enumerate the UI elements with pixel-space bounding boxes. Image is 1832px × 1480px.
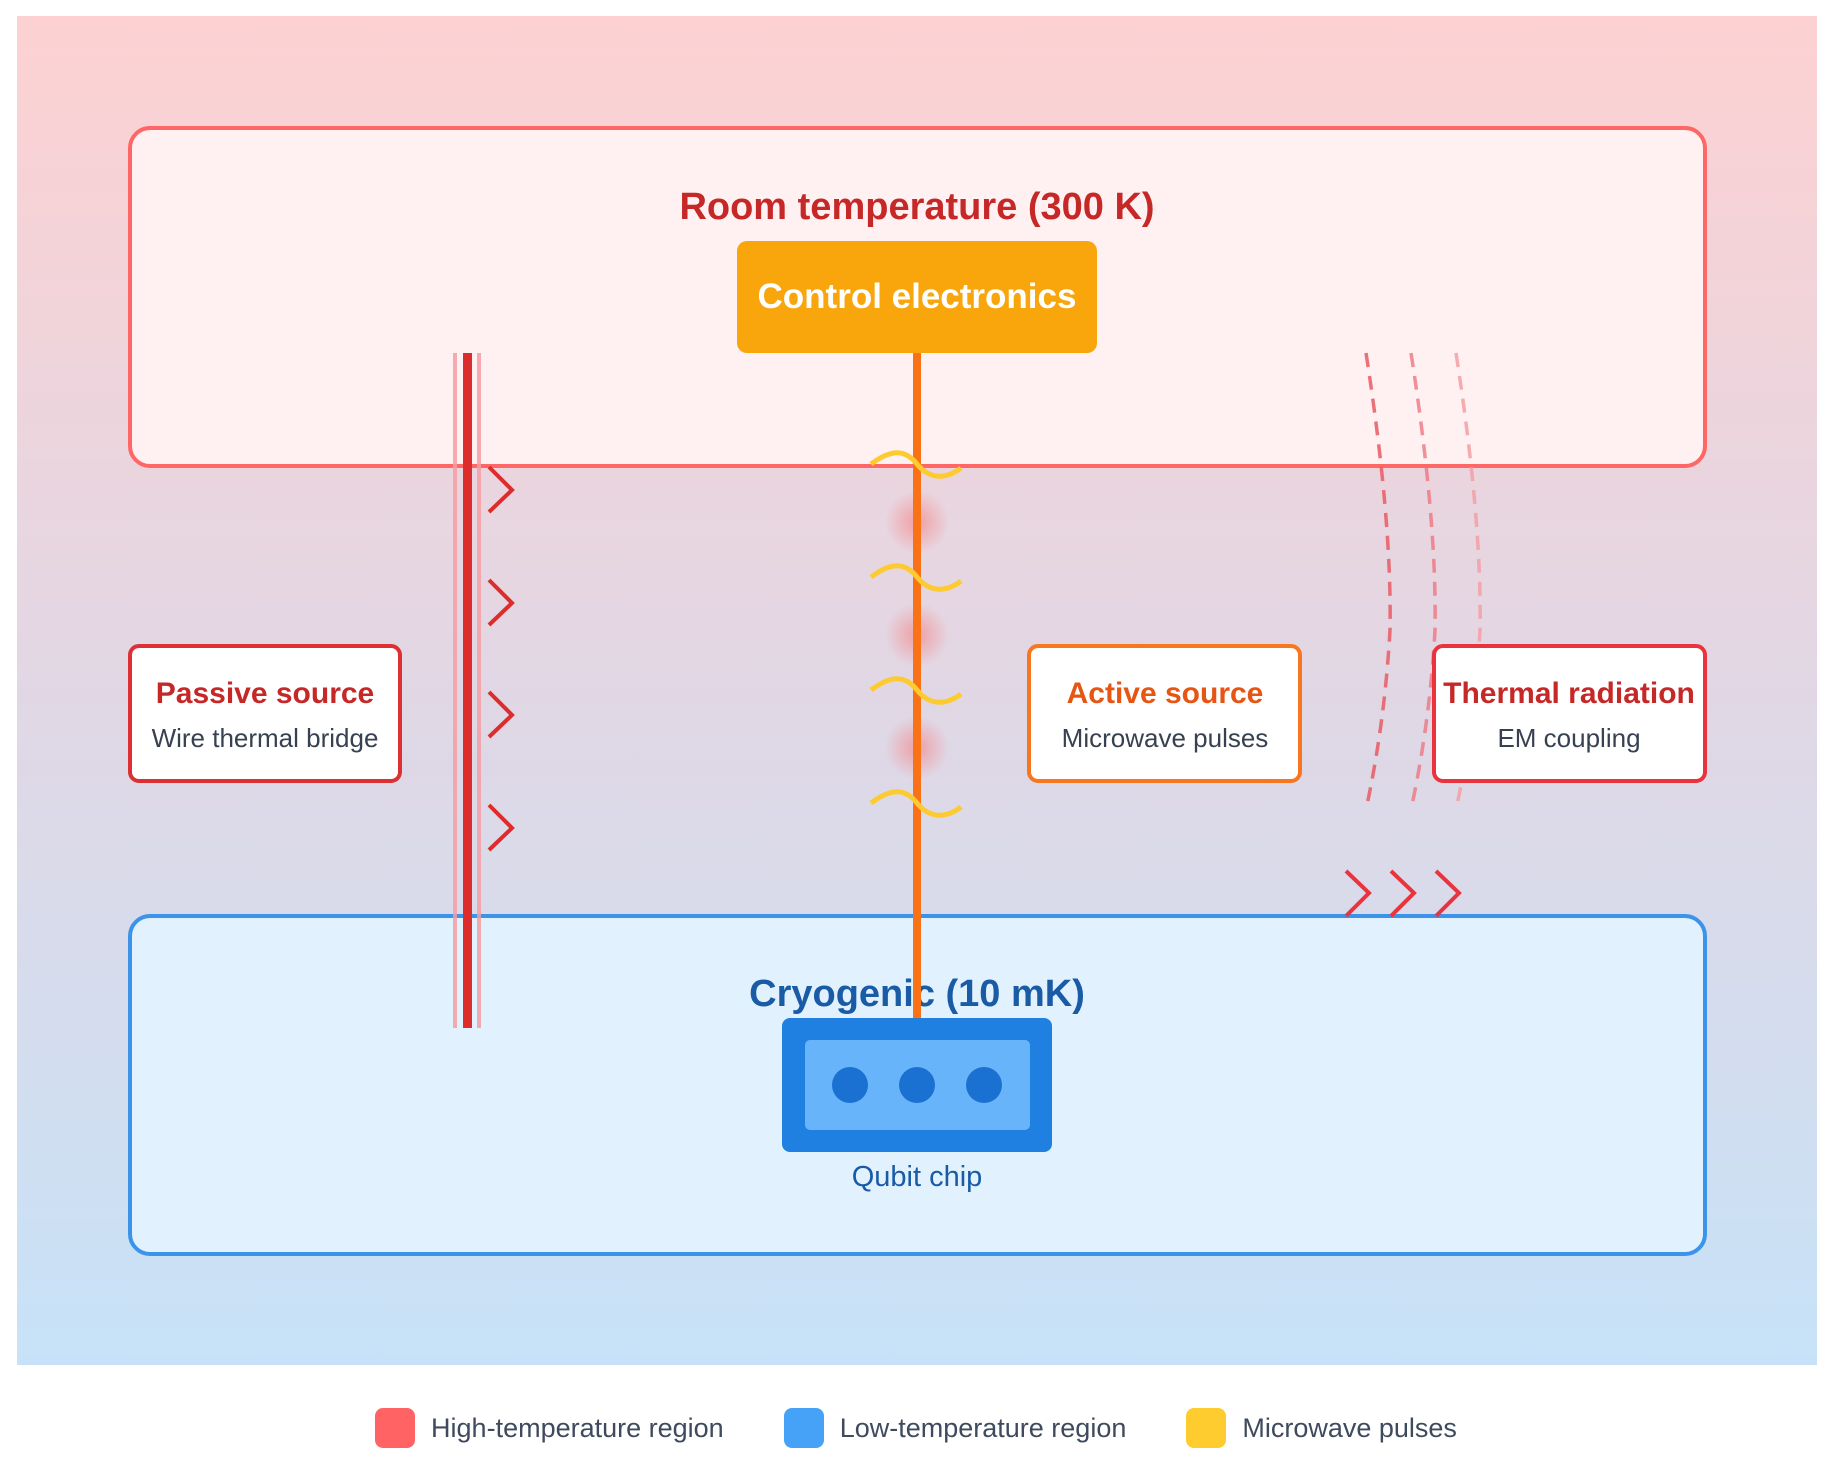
low-temperature-swatch	[783, 1408, 824, 1448]
active-source-title: Active source	[1067, 677, 1264, 710]
control-electronics-label: Control electronics	[758, 277, 1077, 316]
chevron-icon	[487, 465, 515, 514]
legend-item-low-temperature: Low-temperature region	[783, 1408, 1127, 1448]
qubit-chip-label: Qubit chip	[852, 1161, 983, 1193]
heat-flow-chevrons-wire	[487, 465, 515, 852]
thermal-radiation-subtitle: EM coupling	[1497, 723, 1640, 753]
legend-label: Low-temperature region	[839, 1412, 1127, 1443]
chevron-icon	[487, 578, 515, 627]
wave-icon	[869, 676, 963, 705]
thermal-radiation-title: Thermal radiation	[1443, 677, 1695, 710]
active-source-box[interactable]: Active source Microwave pulses	[1027, 644, 1302, 783]
wave-icon	[869, 563, 963, 592]
microwave-pulse-waves	[869, 450, 963, 818]
chevron-icon	[487, 803, 515, 852]
qubit	[966, 1067, 1002, 1103]
room-temperature-title: Room temperature (300 K)	[679, 186, 1154, 228]
thermal-bridge-wire	[453, 353, 481, 1028]
qubit-chip[interactable]	[782, 1018, 1052, 1152]
legend-item-high-temperature: High-temperature region	[375, 1408, 724, 1448]
qubit	[899, 1067, 935, 1103]
wave-icon	[869, 789, 963, 818]
chevron-icon	[1389, 869, 1417, 918]
control-electronics-block[interactable]: Control electronics	[737, 241, 1097, 353]
legend-label: High-temperature region	[431, 1412, 724, 1443]
legend: High-temperature region Low-temperature …	[0, 1408, 1832, 1448]
passive-source-title: Passive source	[156, 677, 374, 710]
passive-source-box[interactable]: Passive source Wire thermal bridge	[128, 644, 402, 783]
wave-icon	[869, 450, 963, 479]
chevron-icon	[487, 690, 515, 739]
microwave-pulses-swatch	[1186, 1408, 1227, 1448]
passive-source-subtitle: Wire thermal bridge	[152, 723, 379, 753]
legend-item-microwave-pulses: Microwave pulses	[1186, 1408, 1457, 1448]
qubit	[832, 1067, 868, 1103]
chevron-icon	[1344, 869, 1372, 918]
legend-label: Microwave pulses	[1242, 1412, 1457, 1443]
active-source-subtitle: Microwave pulses	[1062, 723, 1269, 753]
heat-flow-chevrons-radiation	[1344, 869, 1462, 918]
thermal-radiation-box[interactable]: Thermal radiation EM coupling	[1432, 644, 1707, 783]
chevron-icon	[1434, 869, 1462, 918]
high-temperature-swatch	[375, 1408, 416, 1448]
